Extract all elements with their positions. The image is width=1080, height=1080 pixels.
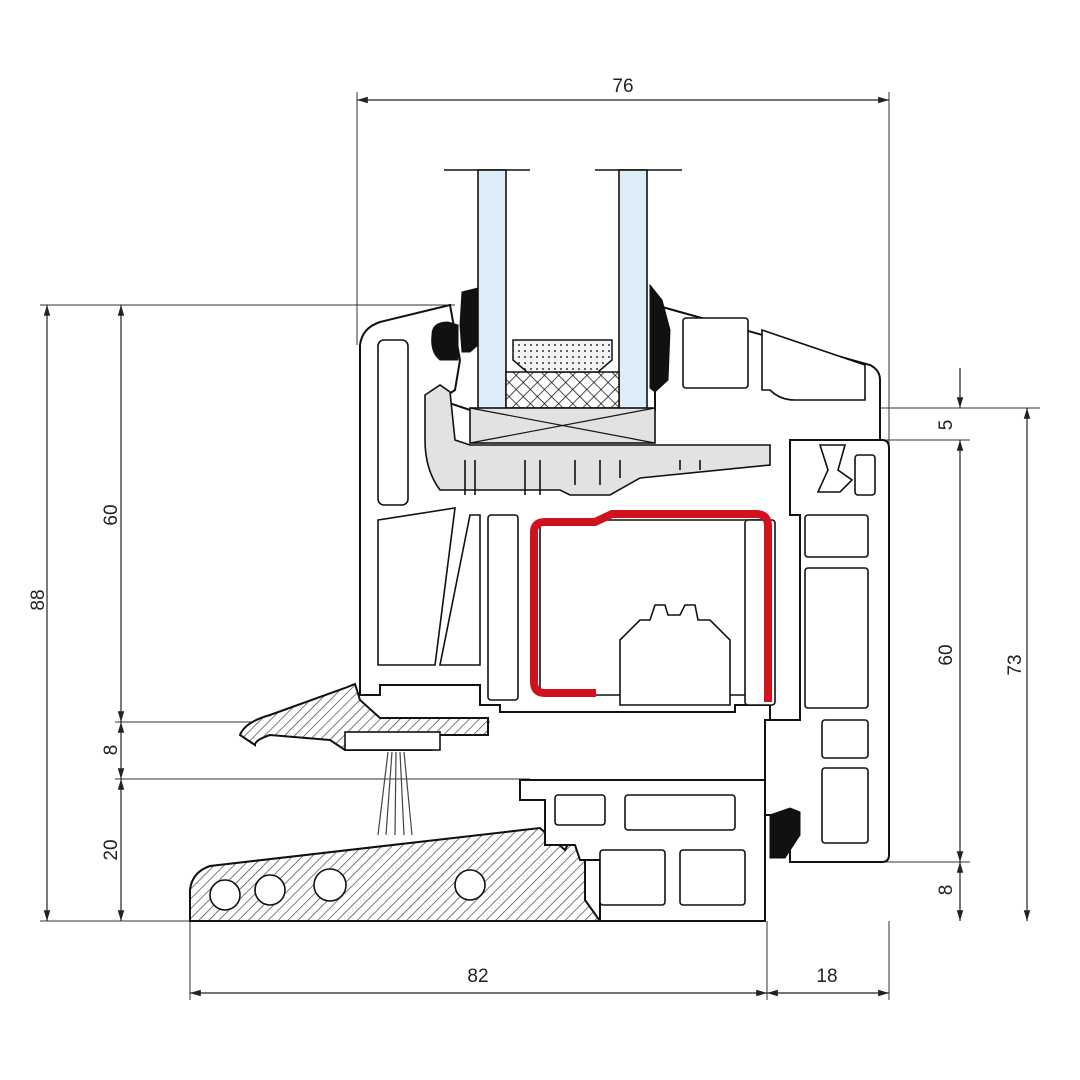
- glazing-insert-ribs: [464, 460, 701, 495]
- steel-reinforcement: [530, 510, 772, 702]
- dim-5-label: 5: [936, 420, 957, 431]
- dim-60-left-label: 60: [101, 504, 122, 525]
- dim-60-right-label: 60: [936, 644, 957, 665]
- gaskets: [431, 283, 801, 859]
- dim-76-label: 76: [612, 76, 633, 97]
- spacer-bar: [512, 339, 613, 373]
- sash-profile: [359, 303, 881, 721]
- dim-82-label: 82: [467, 966, 488, 987]
- dim-88-label: 88: [28, 589, 49, 610]
- glazing-insert: [424, 384, 771, 496]
- brush-seal: [377, 751, 413, 836]
- sill-profile: [189, 779, 766, 922]
- glass-pane-outer: [477, 169, 507, 411]
- brush-holder: [344, 731, 441, 751]
- dim-73-label: 73: [1005, 654, 1026, 675]
- dimension-lines: [43, 96, 1031, 997]
- dim-18-label: 18: [816, 966, 837, 987]
- dim-8-left-label: 8: [101, 745, 122, 756]
- dim-8-right-label: 8: [936, 885, 957, 896]
- sealant: [505, 371, 620, 409]
- glazing-block: [469, 407, 656, 444]
- dim-20-label: 20: [101, 839, 122, 860]
- glass-unit: [444, 169, 682, 444]
- glass-pane-inner: [618, 169, 648, 411]
